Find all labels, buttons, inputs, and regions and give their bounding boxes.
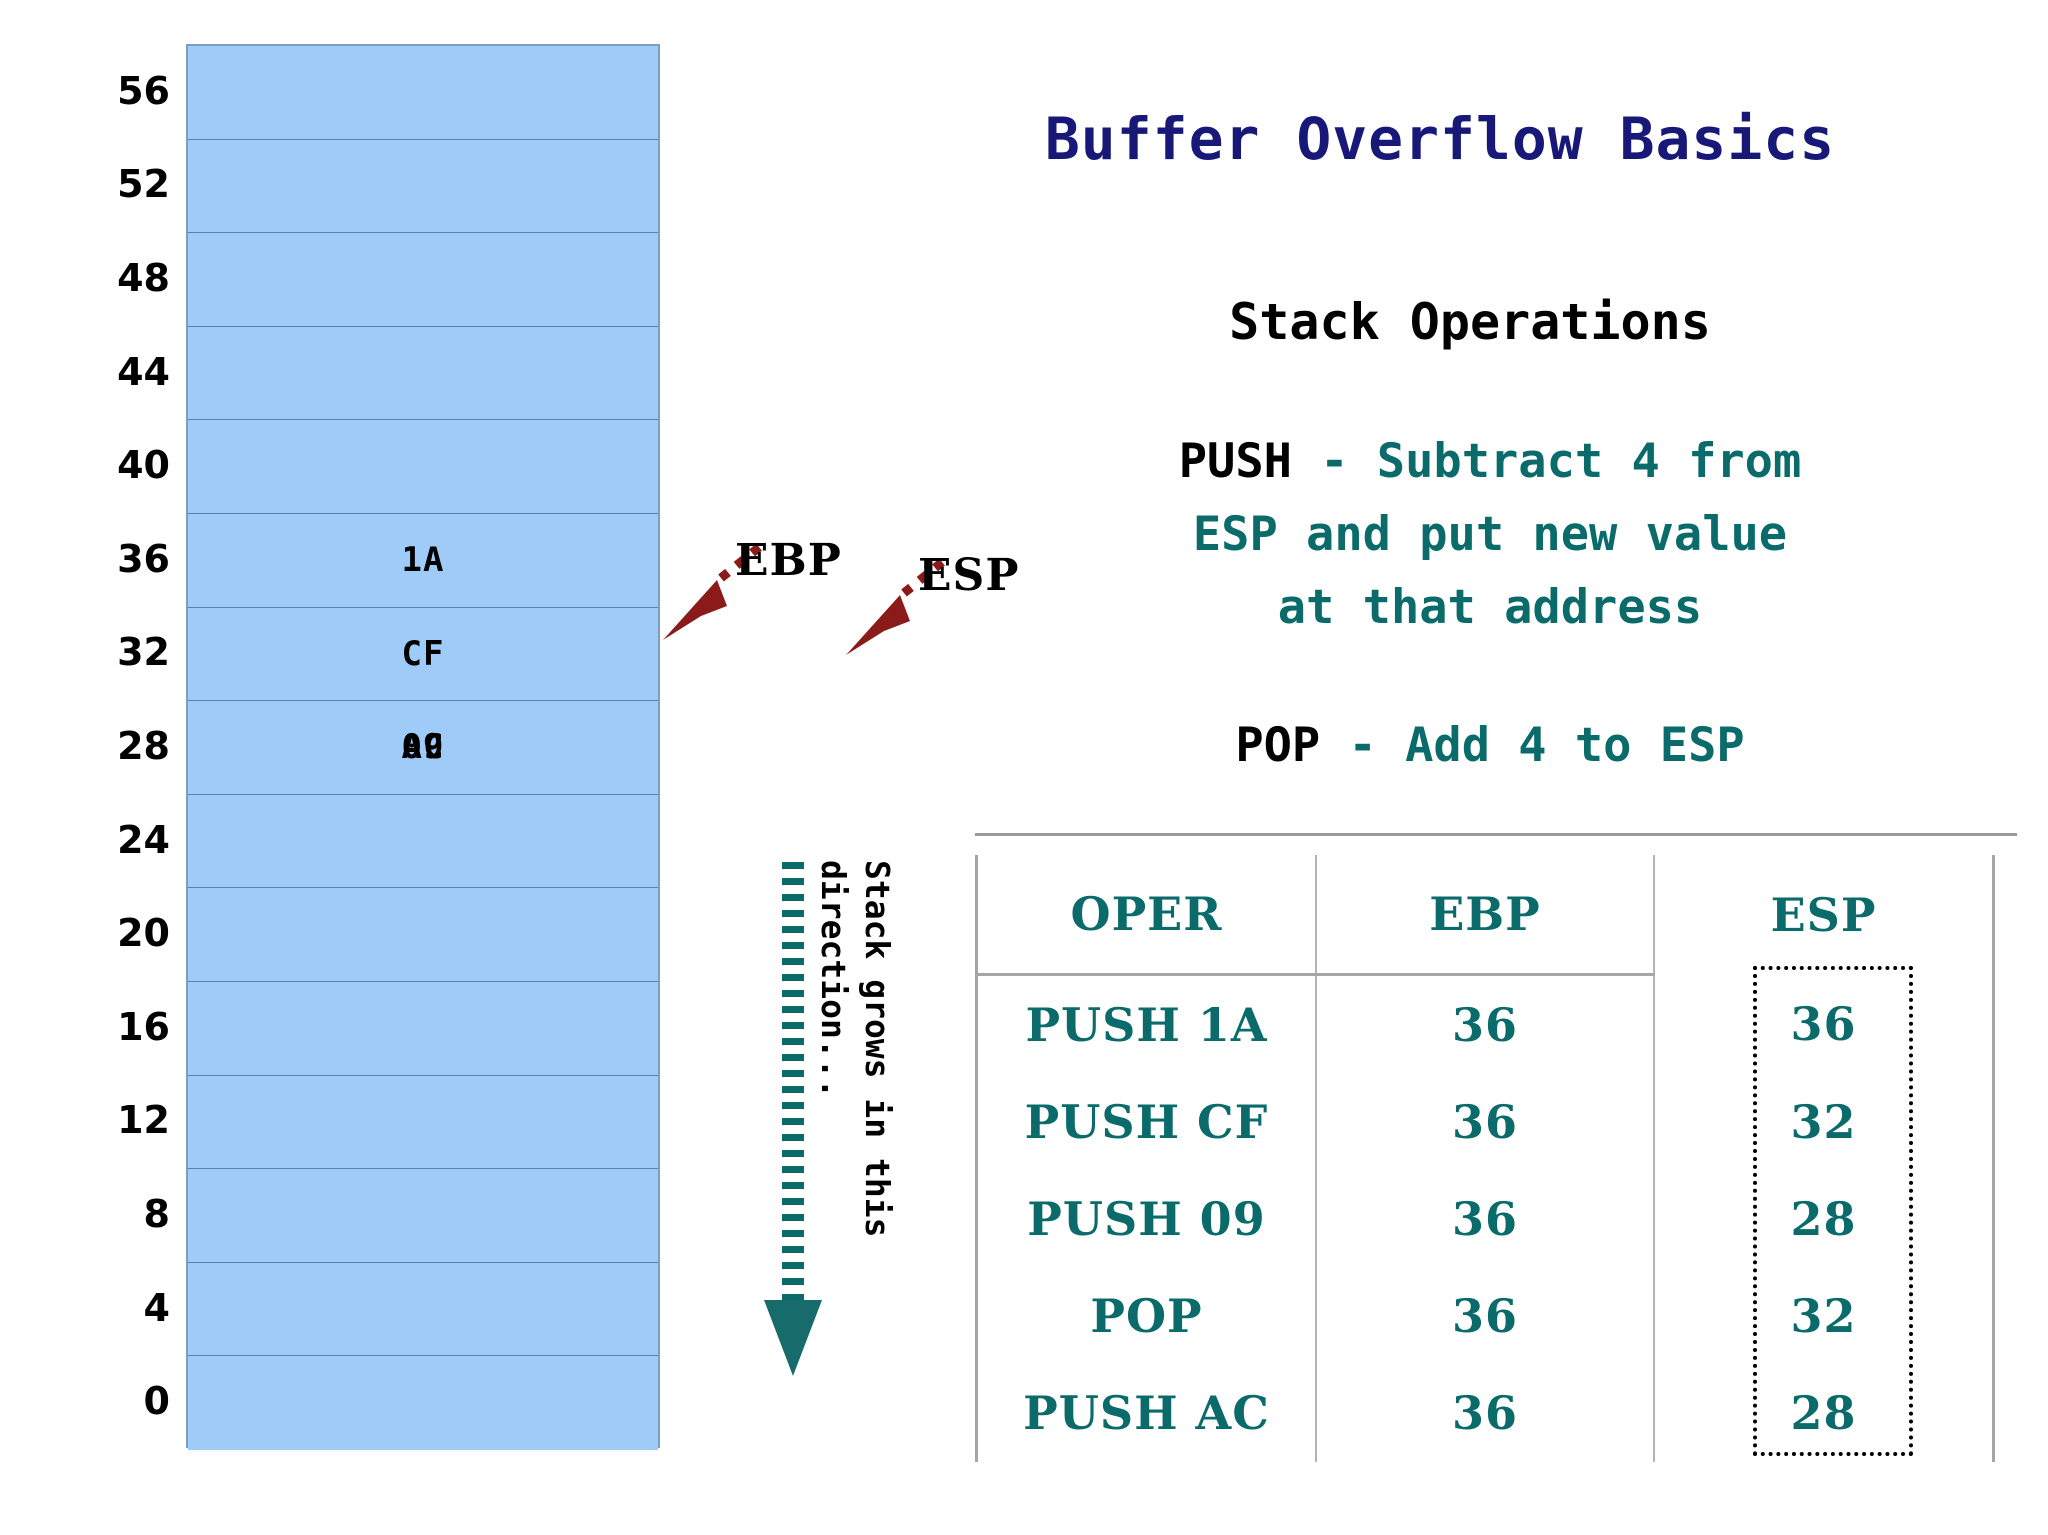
cell-esp: 36 (1653, 974, 1992, 1074)
column-header-esp: ESP (1653, 855, 1992, 975)
stack-operations-table: OPER EBP ESP PUSH 1A 36 36 PUSH CF 36 32… (975, 855, 1995, 1462)
cell-oper: PUSH AC (1023, 1386, 1270, 1441)
push-description-line3: at that address (1277, 580, 1703, 635)
push-description: PUSH - Subtract 4 from ESP and put new v… (1040, 425, 1940, 644)
push-keyword: PUSH (1178, 434, 1292, 489)
stack-cell (188, 326, 658, 421)
address-label: 44 (117, 349, 170, 394)
cell-ebp: 36 (1315, 973, 1654, 1074)
address-label: 56 (117, 68, 170, 113)
push-description-line1: PUSH - Subtract 4 from (1040, 425, 1940, 498)
address-label: 12 (117, 1098, 170, 1143)
stack-cell (188, 1169, 658, 1263)
stack-cell-value: 1A (401, 540, 445, 581)
stack-address-axis: 56 52 48 44 40 36 32 28 24 20 16 12 8 4 … (80, 44, 170, 1448)
address-label: 8 (143, 1192, 170, 1236)
table-header-row: OPER EBP ESP (978, 855, 1992, 975)
push-description-line2: ESP and put new value (1192, 507, 1788, 562)
stack-cell (188, 981, 658, 1076)
table-row: PUSH CF 36 32 (978, 1073, 1992, 1171)
stack-diagram: 1A CF 09 AC (186, 44, 660, 1450)
address-label: 0 (143, 1379, 170, 1424)
address-label: 36 (117, 536, 170, 581)
pop-description-rest: - Add 4 to ESP (1320, 718, 1745, 773)
ebp-pointer-arrow-icon (663, 540, 766, 640)
cell-ebp: 36 (1315, 1170, 1654, 1268)
stack-cell-value: AC (401, 727, 445, 768)
stack-growth-caption-line1: Stack grows in this (858, 860, 897, 1238)
cell-oper: PUSH CF (1024, 1094, 1269, 1149)
stack-cell-value: CF (401, 633, 445, 674)
address-label: 16 (117, 1004, 170, 1049)
address-label: 52 (117, 162, 170, 207)
address-label: 32 (117, 630, 170, 675)
table-top-rule (975, 833, 2017, 836)
stack-cell: 09 AC (188, 701, 658, 795)
cell-oper: POP (1090, 1289, 1203, 1344)
address-label: 48 (117, 256, 170, 300)
column-header-ebp: EBP (1315, 855, 1654, 975)
push-description-line1-rest: - Subtract 4 from (1291, 434, 1802, 489)
address-label: 20 (117, 911, 170, 956)
stack-cell (188, 46, 658, 140)
column-header-oper: OPER (1070, 887, 1223, 941)
esp-pointer-arrow-icon (846, 555, 949, 655)
pop-description: POP - Add 4 to ESP (1040, 718, 1940, 773)
section-heading: Stack Operations (1229, 293, 1711, 351)
cell-esp: 28 (1653, 1170, 1992, 1268)
address-label: 28 (117, 724, 170, 768)
pop-keyword: POP (1235, 718, 1321, 773)
table-row: POP 36 32 (978, 1267, 1992, 1365)
ebp-pointer-label: EBP (735, 535, 842, 586)
stack-cell (188, 1356, 658, 1450)
table-row: PUSH 09 36 28 (978, 1170, 1992, 1268)
stack-growth-arrow-icon (764, 862, 822, 1376)
address-label: 40 (117, 443, 170, 488)
esp-pointer-label: ESP (918, 550, 1020, 601)
stack-cell (188, 233, 658, 327)
stack-cell (188, 420, 658, 514)
address-label: 24 (117, 817, 170, 862)
stack-growth-caption-line2: direction... (814, 860, 853, 1099)
cell-oper: PUSH 1A (978, 973, 1316, 1074)
cell-ebp: 36 (1315, 1073, 1654, 1171)
stack-cell-value-previous: 09 (401, 727, 445, 768)
stack-cell (188, 1262, 658, 1357)
address-label: 4 (143, 1285, 170, 1330)
table-row: PUSH AC 36 28 (978, 1364, 1992, 1462)
stack-cell (188, 139, 658, 234)
stack-cell (188, 1075, 658, 1170)
cell-ebp: 36 (1315, 1267, 1654, 1365)
cell-esp: 32 (1653, 1073, 1992, 1171)
stack-cell: CF (188, 607, 658, 702)
stack-cell (188, 888, 658, 982)
stack-cell: 1A (188, 513, 658, 608)
cell-oper: PUSH 09 (1027, 1192, 1266, 1247)
cell-esp: 28 (1653, 1364, 1992, 1462)
page-title: Buffer Overflow Basics (1044, 105, 1836, 173)
stack-cell (188, 794, 658, 889)
cell-esp: 32 (1653, 1267, 1992, 1365)
cell-ebp: 36 (1315, 1364, 1654, 1462)
table-row: PUSH 1A 36 36 (978, 973, 1992, 1074)
stack-cell-value-overlap: 09 AC (373, 727, 473, 767)
